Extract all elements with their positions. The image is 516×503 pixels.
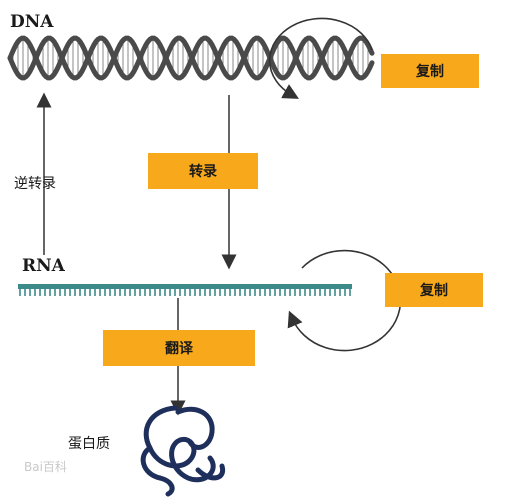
dna-replication-box: 复制 <box>381 54 479 88</box>
baike-watermark: Bai百科 <box>24 460 67 474</box>
transcription-box: 转录 <box>148 153 258 189</box>
protein-structure <box>140 405 226 497</box>
rna-replication-cycle-arrow <box>287 249 402 352</box>
rna-strand <box>18 284 352 296</box>
reverse-transcription-label: 逆转录 <box>14 176 56 192</box>
dna-replication-cycle-arrow <box>268 17 373 99</box>
dna-label: DNA <box>10 12 54 32</box>
dna-double-helix <box>7 35 375 81</box>
rna-replication-box: 复制 <box>385 273 483 307</box>
rna-backbone <box>18 284 352 289</box>
protein-label: 蛋白质 <box>68 436 110 452</box>
dna-backbone-2 <box>7 35 375 81</box>
rna-label: RNA <box>22 256 65 276</box>
translation-box: 翻译 <box>103 330 255 366</box>
